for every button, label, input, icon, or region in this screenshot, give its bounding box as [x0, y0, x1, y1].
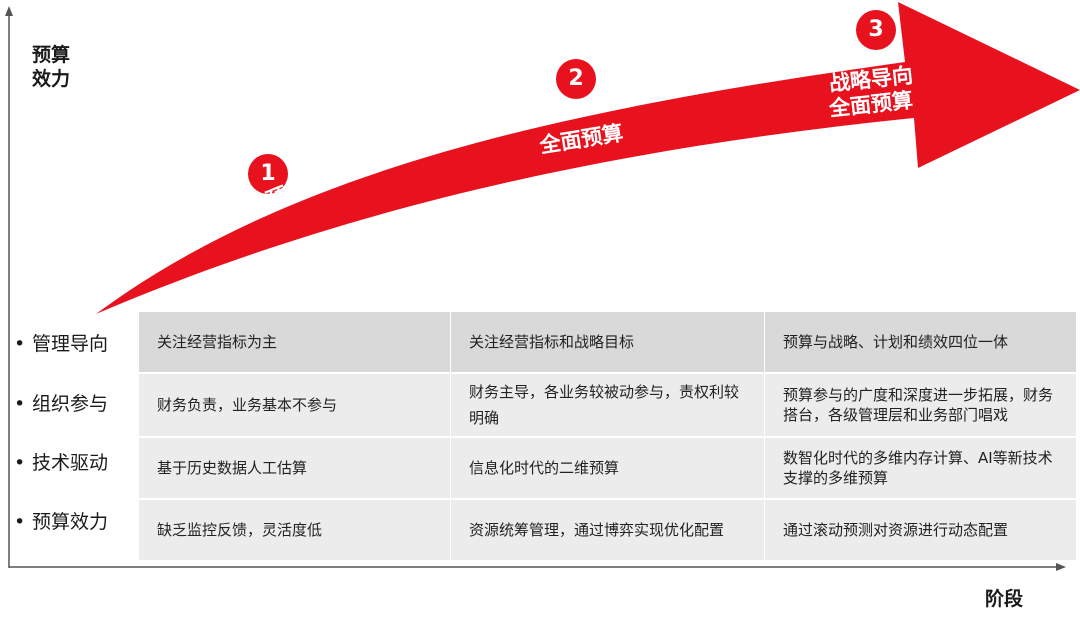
table-cell-r1c2: 关注经营指标和战略目标 — [469, 333, 635, 351]
column-divider-2 — [764, 312, 765, 560]
table-band-row4 — [139, 500, 1076, 560]
bullet-icon: • — [14, 333, 26, 355]
table-cell-r3c3: 数智化时代的多维内存计算、AI等新技术支撑的多维预算 — [783, 449, 1053, 487]
stage-number-3: 3 — [868, 17, 884, 42]
table-header-band — [139, 312, 1076, 372]
growth-arrow — [96, 2, 1080, 314]
x-axis-label: 阶段 — [985, 588, 1024, 610]
x-axis-arrowhead — [1056, 563, 1066, 571]
bullet-icon: • — [14, 393, 26, 415]
row-label-organization: • 组织参与 — [14, 389, 108, 416]
table-cell-r4c1: 缺乏监控反馈，灵活度低 — [157, 521, 323, 539]
table-cell-r4c3: 通过滚动预测对资源进行动态配置 — [783, 521, 1009, 539]
table-cell-r1c3: 预算与战略、计划和绩效四位一体 — [783, 333, 1009, 351]
y-axis-label-line1: 预算 — [32, 44, 71, 66]
table-cell-r3c1: 基于历史数据人工估算 — [157, 459, 308, 477]
table-cell-r4c2: 资源统筹管理，通过博弈实现优化配置 — [469, 521, 725, 539]
row-label-effectiveness: • 预算效力 — [14, 507, 108, 534]
column-divider-1 — [450, 312, 451, 560]
table-cell-r3c2: 信息化时代的二维预算 — [469, 459, 620, 477]
row-label-management: • 管理导向 — [14, 329, 108, 356]
table-cell-r2c3: 预算参与的广度和深度进一步拓展，财务搭台，各级管理层和业务部门唱戏 — [783, 386, 1054, 424]
table-band-row2 — [139, 374, 1076, 436]
y-axis-arrowhead — [5, 6, 13, 16]
row-label-technology: • 技术驱动 — [14, 448, 108, 475]
stage-badge-2 — [556, 59, 596, 99]
y-axis-label-line2: 效力 — [32, 68, 71, 90]
stage-number-2: 2 — [568, 66, 584, 91]
table-cell-r2c1: 财务负责，业务基本不参与 — [157, 396, 338, 414]
table-cell-r2c2: 财务主导，各业务较被动参与，责权利较明确 — [469, 383, 740, 427]
stage-badge-1 — [248, 154, 288, 194]
stage-badge-3 — [856, 10, 896, 50]
table-cell-r1c1: 关注经营指标为主 — [157, 333, 278, 351]
bullet-icon: • — [14, 452, 26, 474]
table-band-row3 — [139, 438, 1076, 498]
row-label-text: 管理导向 — [32, 333, 109, 355]
row-label-text: 组织参与 — [32, 393, 109, 415]
row-label-text: 预算效力 — [32, 511, 109, 533]
stage-number-1: 1 — [260, 161, 276, 186]
row-label-text: 技术驱动 — [32, 452, 109, 474]
bullet-icon: • — [14, 511, 26, 533]
